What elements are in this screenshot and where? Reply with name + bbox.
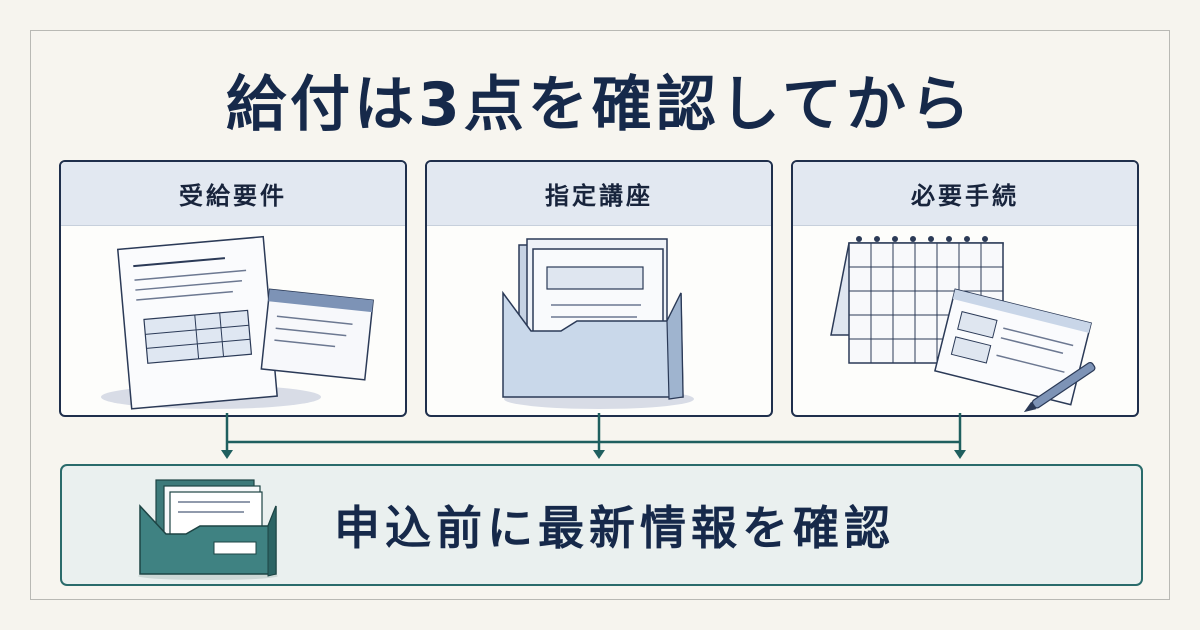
card-procedure: 必要手続 <box>791 160 1139 417</box>
card-eligibility: 受給要件 <box>59 160 407 417</box>
result-box: 申込前に最新情報を確認 <box>60 464 1143 586</box>
card-designated-course: 指定講座 <box>425 160 773 417</box>
folder-icon <box>502 238 694 409</box>
card-eligibility-label: 受給要件 <box>61 162 405 226</box>
result-label: 申込前に最新情報を確認 <box>334 501 895 555</box>
documents-icon <box>101 235 374 410</box>
card-designated-course-label: 指定講座 <box>427 162 771 226</box>
diagram-title: 給付は3点を確認してから <box>226 70 974 140</box>
calendar-form-icon <box>830 236 1096 413</box>
file-box-icon <box>138 479 278 580</box>
card-procedure-label: 必要手続 <box>793 162 1137 226</box>
